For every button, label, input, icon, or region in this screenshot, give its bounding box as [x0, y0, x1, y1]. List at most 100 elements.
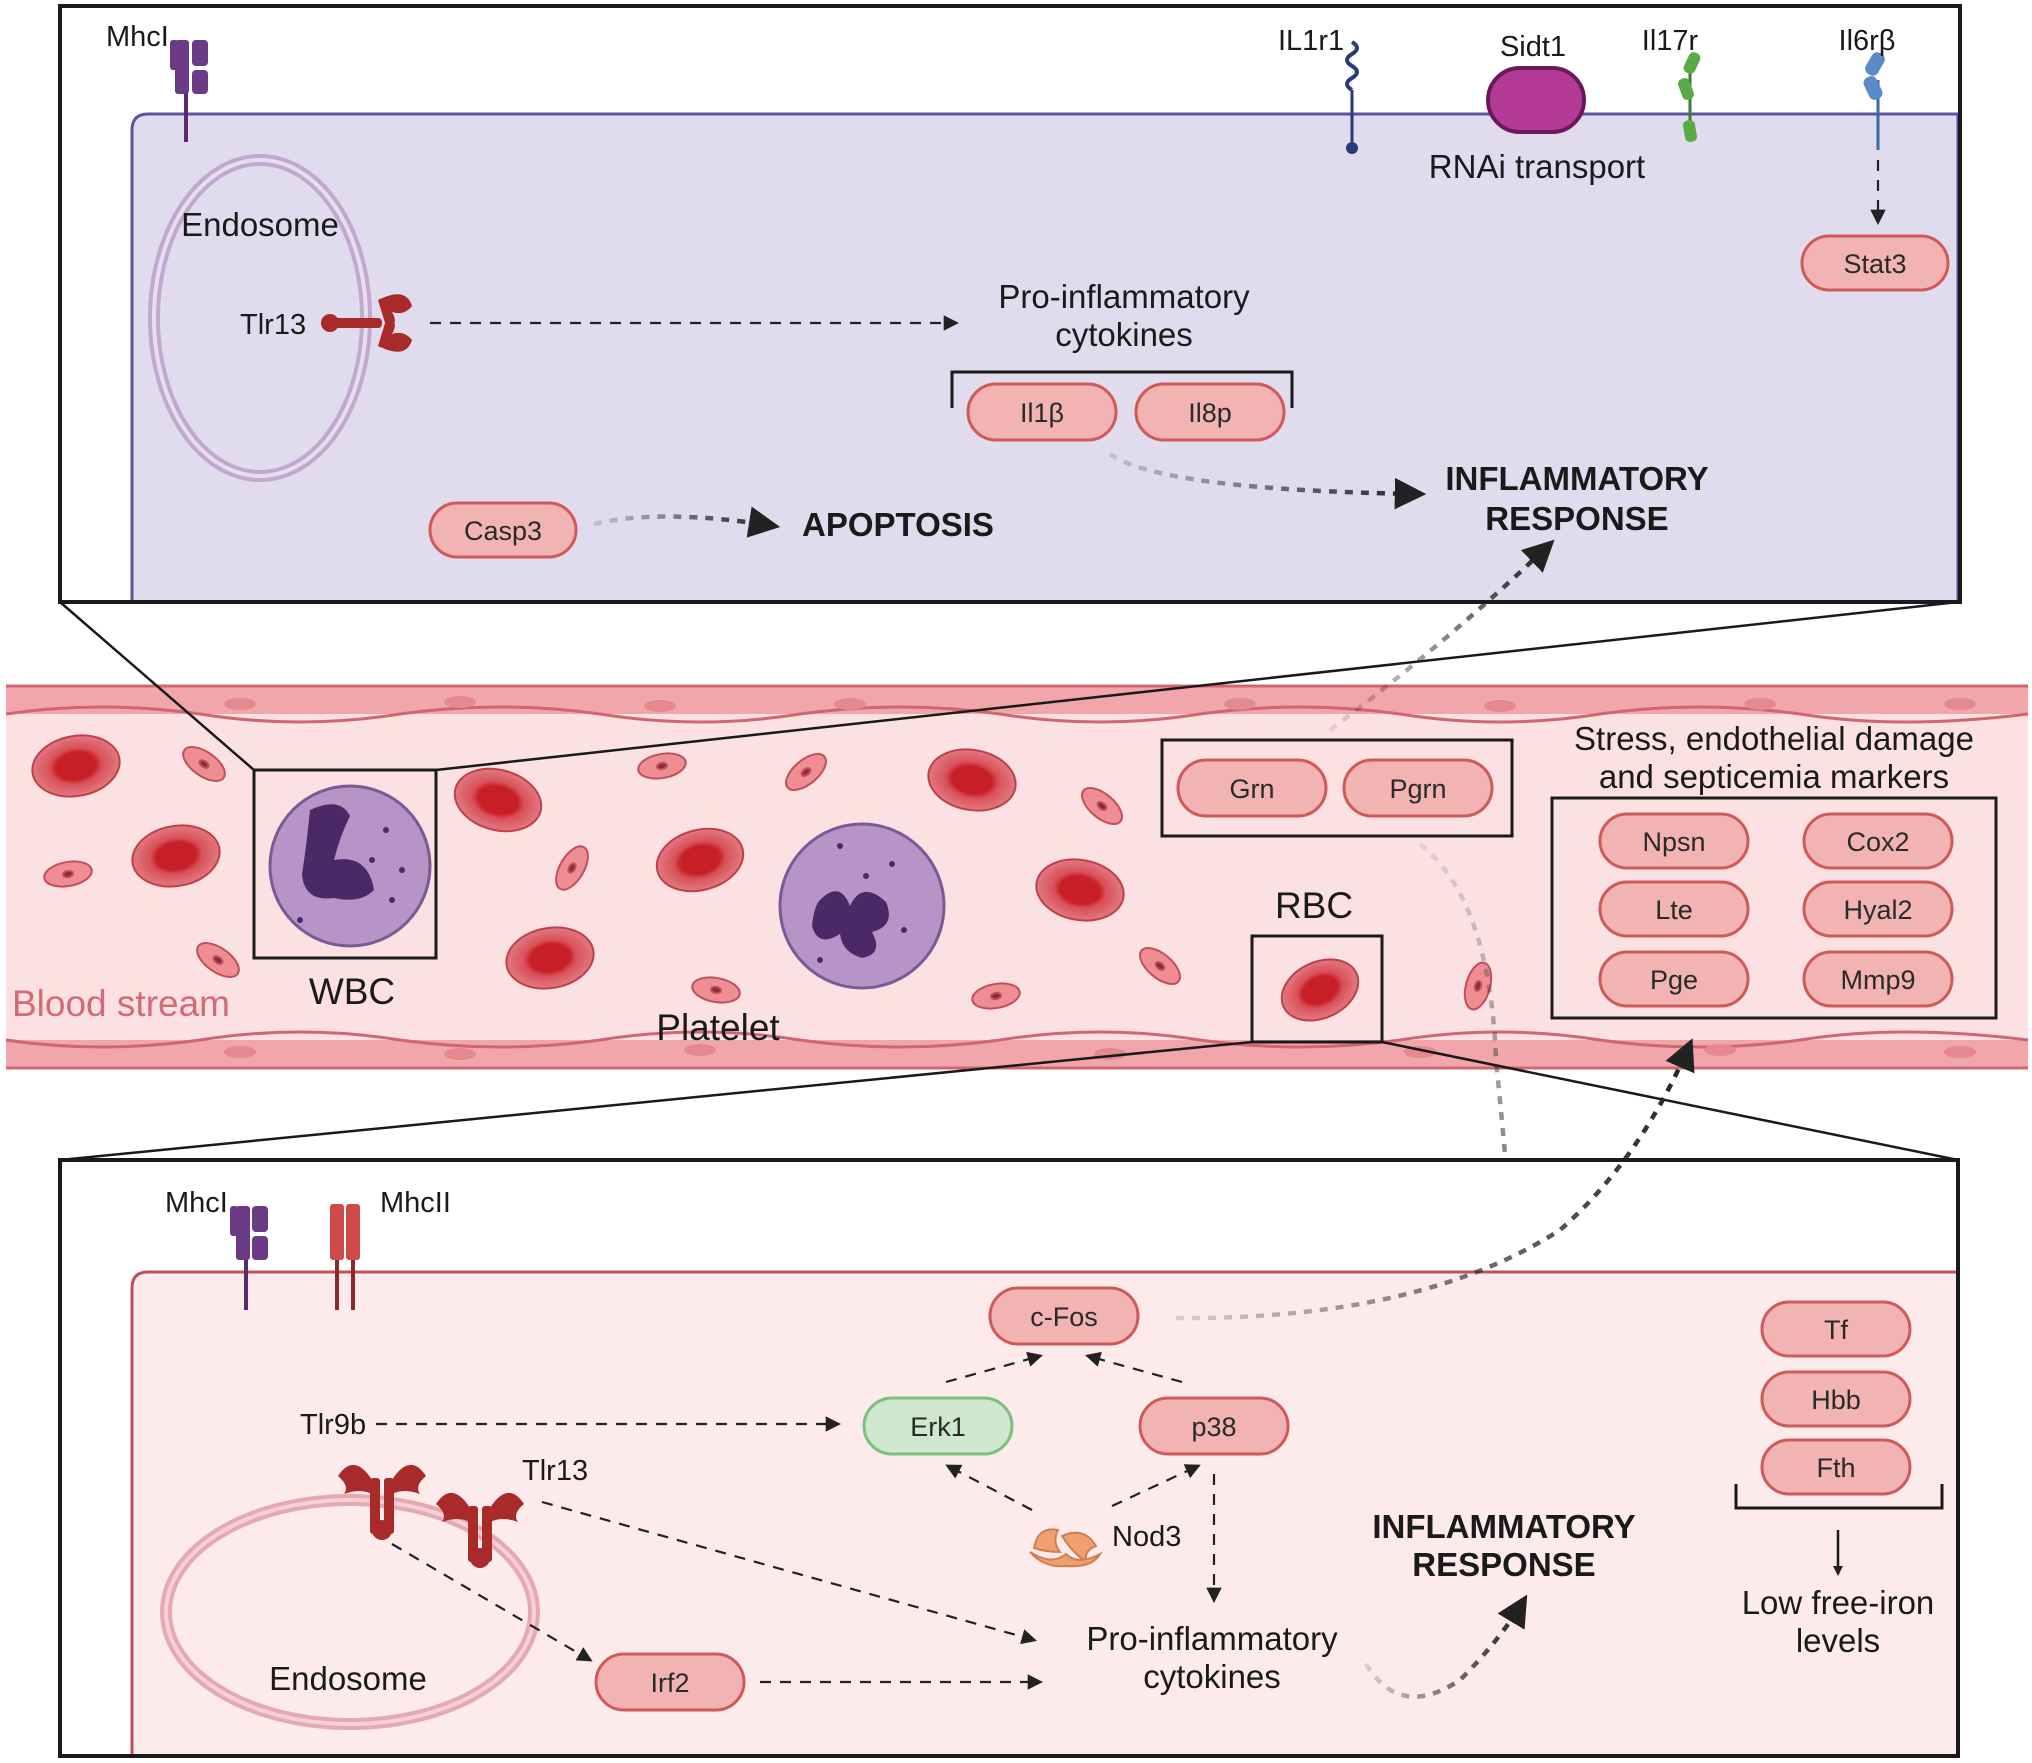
mhci-receptor-icon-2	[230, 1206, 268, 1310]
mhci-label-2: MhcI	[165, 1187, 228, 1219]
tlr9b-receptor-icon	[338, 1464, 426, 1540]
iron-label-2: levels	[1796, 1622, 1880, 1659]
pgrn-pill: Pgrn	[1342, 758, 1494, 818]
il1r1-label: IL1r1	[1278, 25, 1344, 57]
tf-label: Tf	[1824, 1315, 1848, 1345]
fth-label: Fth	[1816, 1453, 1855, 1483]
mhcii-label: MhcII	[380, 1187, 451, 1219]
casp3-label: Casp3	[464, 516, 542, 546]
granulin-to-wbc-inflammation-arrow	[1328, 539, 1555, 732]
rbc-cytokines-label-2: cytokines	[1143, 1658, 1281, 1695]
sidt1-label: Sidt1	[1500, 31, 1566, 63]
nod3-icon	[1029, 1528, 1103, 1568]
rbc-detail-panel: MhcI MhcII c-Fos Erk1 p38 Tlr9b	[58, 1038, 1960, 1758]
mhci-receptor-icon	[170, 40, 208, 142]
wbc-cytokines-label-2: cytokines	[1055, 316, 1193, 353]
granulin-box	[1160, 738, 1514, 838]
tlr13-label: Tlr13	[240, 309, 306, 341]
lte-pill: Lte	[1598, 880, 1750, 938]
cfos-pill: c-Fos	[988, 1286, 1140, 1346]
cytokines-bracket	[950, 370, 1294, 408]
il17r-receptor-icon	[1678, 52, 1701, 143]
cfos-label: c-Fos	[1030, 1302, 1098, 1332]
tlr13-label-2: Tlr13	[522, 1455, 588, 1487]
wbc-inflammatory-label-1: INFLAMMATORY	[1445, 460, 1708, 497]
pge-pill: Pge	[1598, 950, 1750, 1008]
il17r-label: Il17r	[1642, 25, 1699, 57]
apoptosis-label: APOPTOSIS	[802, 506, 994, 543]
hyal2-label: Hyal2	[1843, 895, 1912, 925]
zoom-guide-lines	[59, 600, 1959, 1162]
stress-label-1: Stress, endothelial damage	[1574, 720, 1974, 757]
erk1-to-cfos-arrow	[945, 1351, 1043, 1384]
irf2-label: Irf2	[650, 1668, 689, 1698]
wbc-endosome-label: Endosome	[181, 206, 339, 243]
irf2-pill: Irf2	[594, 1652, 746, 1712]
erk1-pill: Erk1	[862, 1396, 1014, 1456]
fth-pill: Fth	[1760, 1438, 1912, 1496]
wbc-cell-icon	[268, 784, 432, 948]
mhci-label: MhcI	[106, 21, 169, 53]
lte-label: Lte	[1655, 895, 1693, 925]
rbc-inflammatory-label-1: INFLAMMATORY	[1372, 1508, 1635, 1545]
rbc-cell-icon	[1280, 958, 1360, 1022]
hbb-label: Hbb	[1811, 1385, 1861, 1415]
wbc-cell-2-icon	[778, 822, 946, 990]
erk1-label: Erk1	[910, 1412, 966, 1442]
stress-label-2: and septicemia markers	[1599, 758, 1949, 795]
nod3-to-p38-arrow	[1111, 1464, 1201, 1507]
wbc-cell-body	[130, 112, 1960, 604]
iron-bracket	[1734, 1484, 1944, 1510]
il6rb-label: Il6rβ	[1839, 25, 1896, 57]
mmp9-pill: Mmp9	[1802, 950, 1954, 1008]
sidt1-transporter-icon	[1486, 66, 1586, 134]
p38-pill: p38	[1138, 1396, 1290, 1456]
nod3-to-erk1-arrow	[945, 1464, 1033, 1511]
stress-markers-box	[1550, 796, 1998, 1020]
grn-label: Grn	[1229, 774, 1274, 804]
tlr13-receptor-icon-2	[436, 1492, 524, 1568]
wbc-detail-panel: MhcI IL1r1 Sidt1 RNAi transport Il17r I	[58, 4, 1962, 604]
rbc-endosome-label: Endosome	[269, 1660, 427, 1697]
tlr13-to-cytokines-arrow-2	[541, 1500, 1037, 1645]
stat3-pill: Stat3	[1800, 234, 1950, 292]
rbc-cell-body	[130, 1270, 1960, 1758]
il8p-label: Il8p	[1188, 398, 1232, 428]
wbc-cytokines-label-1: Pro-inflammatory	[998, 278, 1250, 315]
rbc-zoom-box	[1250, 934, 1384, 1044]
casp3-to-apoptosis-arrow	[593, 506, 781, 538]
rnai-transport-label: RNAi transport	[1429, 148, 1645, 185]
npsn-label: Npsn	[1642, 827, 1705, 857]
rbc-inflammatory-label-2: RESPONSE	[1412, 1546, 1595, 1583]
p38-to-cfos-arrow	[1085, 1351, 1183, 1384]
casp3-pill: Casp3	[428, 501, 578, 559]
il1r1-receptor-icon	[1345, 40, 1359, 154]
cox2-pill: Cox2	[1802, 812, 1954, 870]
mmp9-label: Mmp9	[1840, 965, 1915, 995]
il1b-pill: Il1β	[966, 382, 1118, 442]
il8p-pill: Il8p	[1134, 382, 1286, 442]
hbb-pill: Hbb	[1760, 1370, 1912, 1428]
vessel-wall-top	[6, 686, 2028, 714]
rbc-cytokines-label-1: Pro-inflammatory	[1086, 1620, 1338, 1657]
tlr9b-label: Tlr9b	[300, 1409, 366, 1441]
blood-stream-label: Blood stream	[12, 983, 230, 1024]
cfos-to-vessel-arrow	[1175, 1038, 1695, 1321]
il1b-label: Il1β	[1020, 398, 1064, 428]
p38-label: p38	[1191, 1412, 1236, 1442]
grn-pill: Grn	[1176, 758, 1328, 818]
npsn-pill: Npsn	[1598, 812, 1750, 870]
tlr13-receptor-icon	[321, 294, 412, 352]
wbc-label: WBC	[309, 971, 395, 1012]
nod3-label: Nod3	[1112, 1521, 1181, 1553]
blood-vessel: Blood stream	[5, 684, 2029, 1070]
pge-label: Pge	[1650, 965, 1698, 995]
wbc-zoom-box	[252, 768, 438, 960]
wbc-inflammatory-label-2: RESPONSE	[1485, 500, 1668, 537]
mhcii-receptor-icon	[330, 1204, 360, 1310]
cytokines-to-inflammation-arrow	[1108, 452, 1427, 510]
pgrn-label: Pgrn	[1389, 774, 1446, 804]
rbc-label: RBC	[1275, 885, 1353, 926]
platelet-label: Platelet	[656, 1007, 780, 1048]
